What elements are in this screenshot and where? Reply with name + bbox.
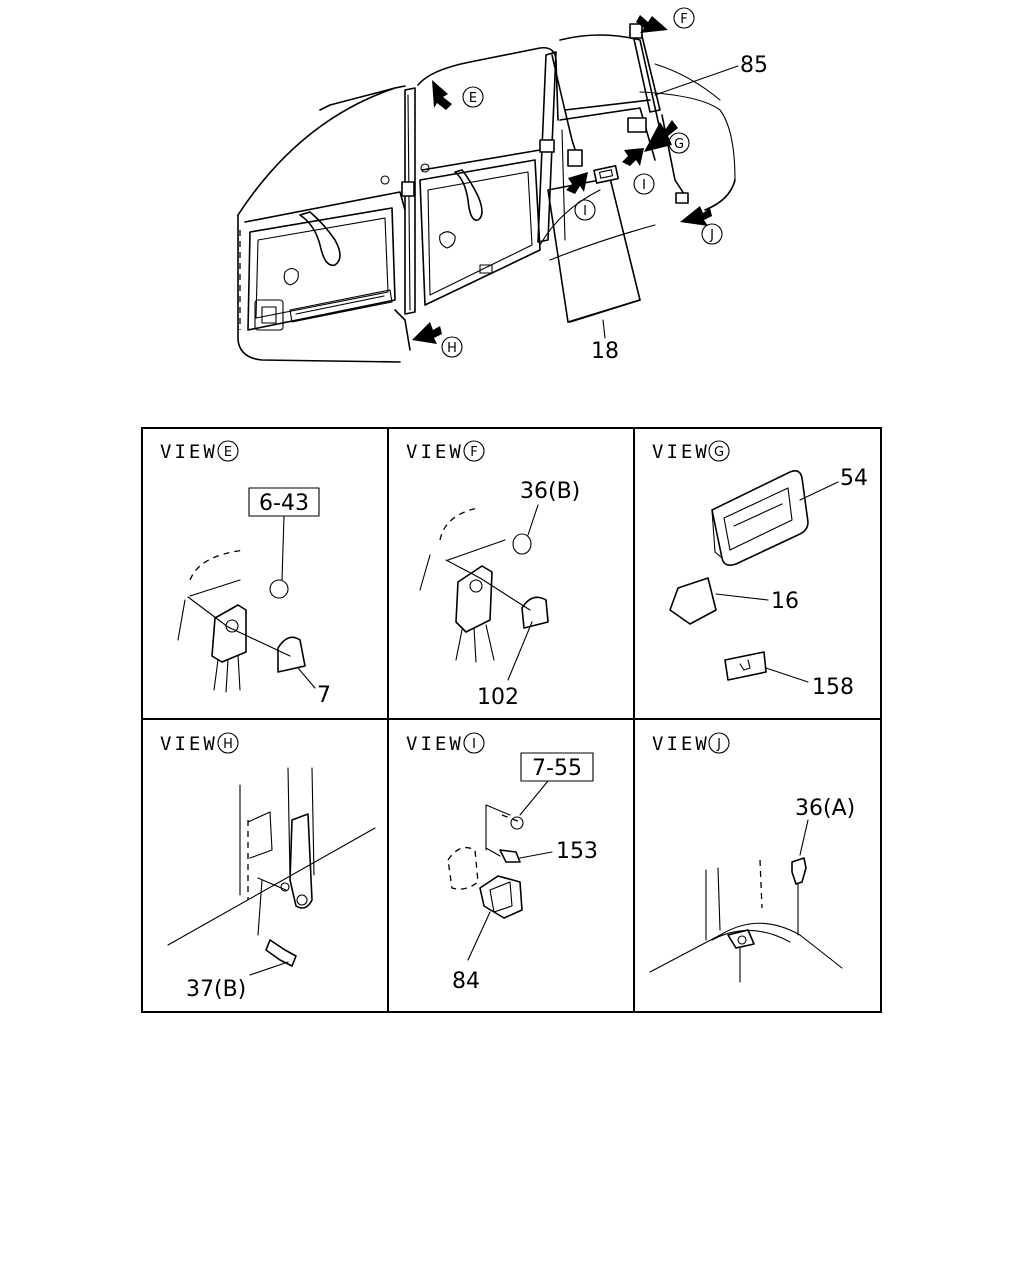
view-f-callout-102: 102: [477, 685, 519, 710]
view-g-callout-158: 158: [812, 675, 854, 700]
view-h-title: VIEW: [160, 733, 218, 755]
marker-g: G: [674, 137, 684, 152]
view-f-callout-36b: 36(B): [520, 479, 580, 504]
view-g-callout-16: 16: [771, 589, 799, 614]
view-g-callout-54: 54: [840, 466, 868, 491]
view-j-callout-36a: 36(A): [795, 796, 855, 821]
view-e-ref-box: 6-43: [259, 491, 309, 516]
label-85: 85: [740, 53, 768, 78]
marker-i-1: I: [642, 178, 646, 193]
view-i-title: VIEW: [406, 733, 464, 755]
marker-e: E: [469, 91, 477, 106]
label-18: 18: [591, 339, 619, 364]
marker-h: H: [447, 341, 457, 356]
view-g-title: VIEW: [652, 441, 710, 463]
vehicle-overview: E F G H I I J 85 18: [237, 7, 768, 364]
panel-view-f: VIEW F 36(B) 102: [406, 440, 580, 710]
view-g-letter: G: [714, 445, 724, 460]
panel-view-j: VIEW J 36(A): [649, 732, 855, 983]
view-h-callout-37b: 37(B): [186, 977, 246, 1002]
marker-j: J: [709, 228, 714, 243]
marker-i-2: I: [583, 204, 587, 219]
view-j-title: VIEW: [652, 733, 710, 755]
panel-view-e: VIEW E 6-43 7: [160, 440, 331, 708]
view-e-letter: E: [224, 445, 232, 460]
view-f-letter: F: [470, 445, 477, 460]
view-h-letter: H: [223, 737, 233, 752]
panel-view-g: VIEW G 54 16 158: [652, 440, 868, 700]
views-grid: [141, 427, 882, 1013]
panel-view-i: VIEW I 7-55 153 84: [406, 732, 598, 994]
view-j-letter: J: [716, 737, 721, 752]
view-i-callout-84: 84: [452, 969, 480, 994]
view-i-ref-box: 7-55: [532, 756, 582, 781]
view-f-title: VIEW: [406, 441, 464, 463]
panel-view-h: VIEW H 37(B): [160, 732, 376, 1002]
view-e-title: VIEW: [160, 441, 218, 463]
marker-f: F: [680, 12, 687, 27]
view-e-callout-7: 7: [317, 683, 331, 708]
view-i-letter: I: [472, 737, 476, 752]
view-i-callout-153: 153: [556, 839, 598, 864]
